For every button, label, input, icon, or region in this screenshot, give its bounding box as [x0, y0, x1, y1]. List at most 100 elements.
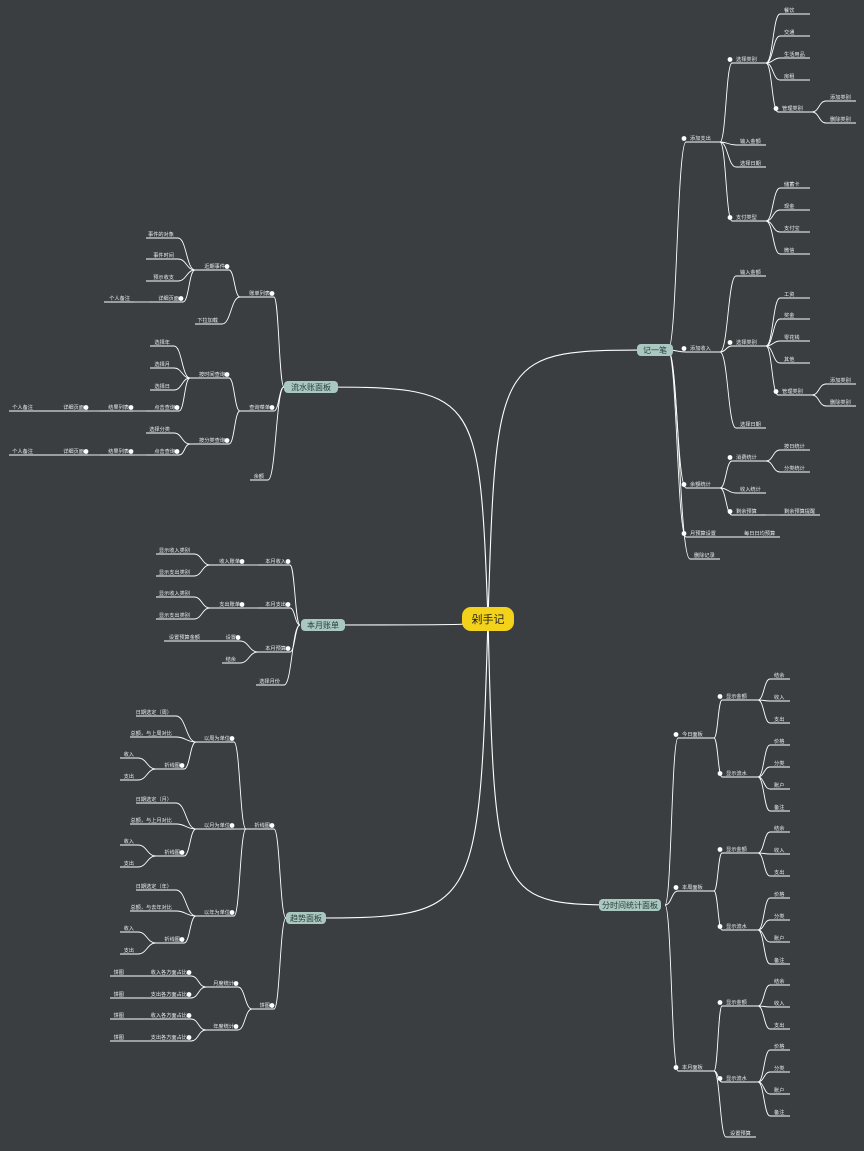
connector-line: [173, 345, 191, 379]
node-label: 备注: [774, 1108, 784, 1116]
node-label: 本月预算: [265, 644, 286, 652]
connector-line: [757, 919, 771, 931]
node-label: 以周为单位: [204, 734, 230, 742]
main-topic-node[interactable]: 记一笔: [637, 344, 673, 356]
node-label: 添加类别: [830, 93, 851, 101]
connector-line: [664, 890, 679, 906]
collapse-dot-icon[interactable]: [224, 372, 230, 377]
connector-line: [765, 340, 781, 347]
node-label: 添加收入: [690, 344, 711, 352]
collapse-dot-icon[interactable]: [174, 449, 180, 454]
node-label: 价格: [774, 890, 785, 898]
node-label: 支出账单: [219, 600, 240, 608]
collapse-dot-icon[interactable]: [717, 694, 723, 699]
collapse-dot-icon[interactable]: [727, 57, 733, 62]
connector-line: [713, 1070, 727, 1138]
collapse-dot-icon[interactable]: [673, 885, 679, 890]
collapse-dot-icon[interactable]: [773, 106, 779, 111]
main-topic-box: [284, 381, 338, 393]
connector-line: [713, 699, 723, 739]
connector-line: [719, 351, 737, 429]
collapse-dot-icon[interactable]: [269, 291, 275, 296]
collapse-dot-icon[interactable]: [681, 531, 687, 536]
collapse-dot-icon[interactable]: [186, 970, 192, 975]
collapse-dot-icon[interactable]: [235, 635, 241, 640]
collapse-dot-icon[interactable]: [717, 1000, 723, 1005]
collapse-dot-icon[interactable]: [186, 1013, 192, 1018]
connector-line: [811, 100, 827, 113]
collapse-dot-icon[interactable]: [727, 340, 733, 345]
main-topic-node[interactable]: 分时间统计面板: [599, 899, 661, 911]
collapse-dot-icon[interactable]: [681, 346, 687, 351]
collapse-dot-icon[interactable]: [233, 981, 239, 986]
collapse-dot-icon[interactable]: [178, 296, 184, 301]
node-label: 收入账单: [219, 557, 240, 565]
node-label: 结果列表: [108, 447, 130, 455]
collapse-dot-icon[interactable]: [717, 924, 723, 929]
collapse-dot-icon[interactable]: [186, 1035, 192, 1040]
collapse-dot-icon[interactable]: [186, 992, 192, 997]
connector-line: [713, 1005, 723, 1072]
collapse-dot-icon[interactable]: [727, 455, 733, 460]
node-label: 输入金额: [740, 137, 762, 145]
connector-line: [757, 678, 771, 701]
node-label: 微信: [784, 246, 794, 254]
collapse-dot-icon[interactable]: [239, 559, 245, 564]
main-topic-node[interactable]: 本月账单: [301, 619, 345, 631]
node-label: 支出各方面占比: [151, 1033, 187, 1041]
collapse-dot-icon[interactable]: [224, 438, 230, 443]
connector-line: [239, 651, 259, 664]
mind-map-edges: [9, 13, 856, 1138]
collapse-dot-icon[interactable]: [269, 823, 275, 828]
connector-line: [811, 394, 827, 407]
collapse-dot-icon[interactable]: [269, 1003, 275, 1008]
collapse-dot-icon[interactable]: [128, 449, 134, 454]
node-label: 账单列表: [249, 289, 271, 297]
collapse-dot-icon[interactable]: [174, 405, 180, 410]
collapse-dot-icon[interactable]: [285, 646, 291, 651]
collapse-dot-icon[interactable]: [727, 215, 733, 220]
node-label: 输入金额: [740, 268, 762, 276]
collapse-dot-icon[interactable]: [673, 732, 679, 737]
collapse-dot-icon[interactable]: [269, 405, 275, 410]
collapse-dot-icon[interactable]: [179, 850, 185, 855]
collapse-dot-icon[interactable]: [229, 910, 235, 915]
collapse-dot-icon[interactable]: [239, 602, 245, 607]
central-topic-node[interactable]: 剁手记: [462, 607, 514, 631]
collapse-dot-icon[interactable]: [673, 1065, 679, 1070]
collapse-dot-icon[interactable]: [285, 602, 291, 607]
collapse-dot-icon[interactable]: [224, 264, 230, 269]
connector-line: [137, 931, 157, 944]
collapse-dot-icon[interactable]: [83, 449, 89, 454]
main-topic-node[interactable]: 流水账面板: [284, 381, 338, 393]
connector-line: [765, 35, 781, 64]
collapse-dot-icon[interactable]: [717, 771, 723, 776]
collapse-dot-icon[interactable]: [727, 509, 733, 514]
node-label: 现金: [784, 202, 795, 210]
node-label: 个人备注: [109, 294, 130, 302]
collapse-dot-icon[interactable]: [179, 937, 185, 942]
node-label: 近期事件: [204, 262, 225, 270]
collapse-dot-icon[interactable]: [717, 847, 723, 852]
collapse-dot-icon[interactable]: [229, 736, 235, 741]
connector-line: [757, 1049, 771, 1083]
node-label: 剩余预算提醒: [784, 507, 815, 515]
collapse-dot-icon[interactable]: [681, 136, 687, 141]
node-label: 分类: [774, 912, 784, 920]
collapse-dot-icon[interactable]: [681, 482, 687, 487]
main-topic-node[interactable]: 趋势面板: [286, 912, 326, 924]
connector-line: [289, 564, 301, 626]
connector-line: [175, 715, 197, 743]
collapse-dot-icon[interactable]: [717, 1076, 723, 1081]
collapse-dot-icon[interactable]: [229, 823, 235, 828]
collapse-dot-icon[interactable]: [773, 389, 779, 394]
main-connector: [305, 618, 489, 919]
collapse-dot-icon[interactable]: [285, 559, 291, 564]
connector-line: [273, 828, 287, 919]
collapse-dot-icon[interactable]: [233, 1024, 239, 1029]
connector-line: [713, 852, 723, 892]
collapse-dot-icon[interactable]: [179, 763, 185, 768]
collapse-dot-icon[interactable]: [83, 405, 89, 410]
collapse-dot-icon[interactable]: [128, 405, 134, 410]
node-label: 结果列表: [108, 403, 130, 411]
